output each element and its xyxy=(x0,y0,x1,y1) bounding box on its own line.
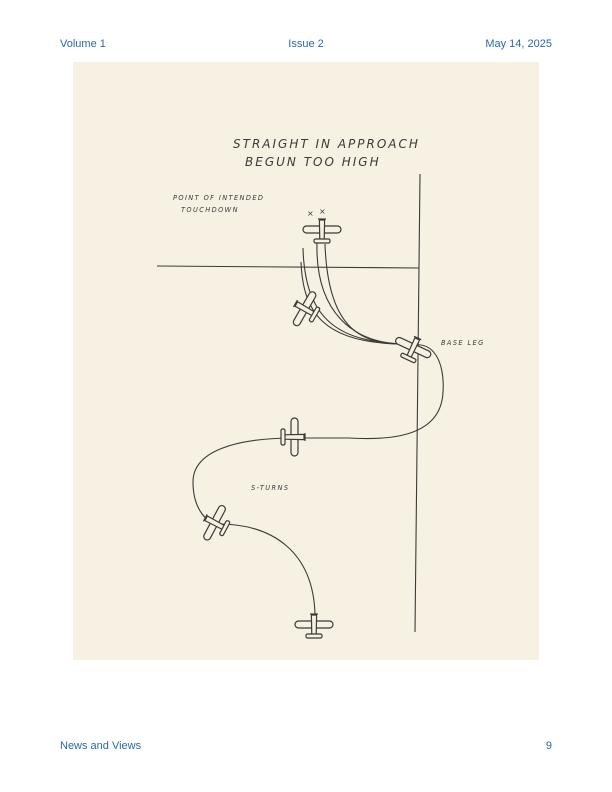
vertical-reference-line xyxy=(414,173,421,633)
header-issue: Issue 2 xyxy=(288,38,324,50)
airplane-icon xyxy=(302,218,342,244)
touchdown-marker-right: × xyxy=(319,207,327,216)
header-volume: Volume 1 xyxy=(60,38,106,50)
touchdown-label-line2: TOUCHDOWN xyxy=(181,206,239,214)
base-leg-label: BASE LEG xyxy=(441,339,485,347)
approach-diagram: STRAIGHT IN APPROACH BEGUN TOO HIGH POIN… xyxy=(156,137,485,639)
footer-section-title: News and Views xyxy=(60,740,142,752)
footer-page-number: 9 xyxy=(545,740,552,752)
approach-path-4 xyxy=(300,261,406,345)
header-date: May 14, 2025 xyxy=(485,38,552,50)
runway-threshold-line xyxy=(156,265,420,269)
touchdown-label-line1: POINT OF INTENDED xyxy=(173,194,264,202)
diagram-title-line1: STRAIGHT IN APPROACH xyxy=(233,137,420,151)
airplane-icon xyxy=(294,613,334,639)
s-turn-flight-path xyxy=(192,344,444,615)
s-turns-label: S-TURNS xyxy=(251,484,289,492)
approach-diagram-figure: STRAIGHT IN APPROACH BEGUN TOO HIGH POIN… xyxy=(73,62,539,660)
airplane-icon xyxy=(195,500,236,547)
airplane-icon xyxy=(389,329,436,369)
diagram-title-line2: BEGUN TOO HIGH xyxy=(245,155,381,169)
approach-path-1 xyxy=(324,243,406,345)
approach-path-2 xyxy=(316,241,406,345)
airplane-icon xyxy=(280,417,306,457)
touchdown-marker-left: × xyxy=(307,209,315,218)
approach-path-3 xyxy=(302,247,406,345)
